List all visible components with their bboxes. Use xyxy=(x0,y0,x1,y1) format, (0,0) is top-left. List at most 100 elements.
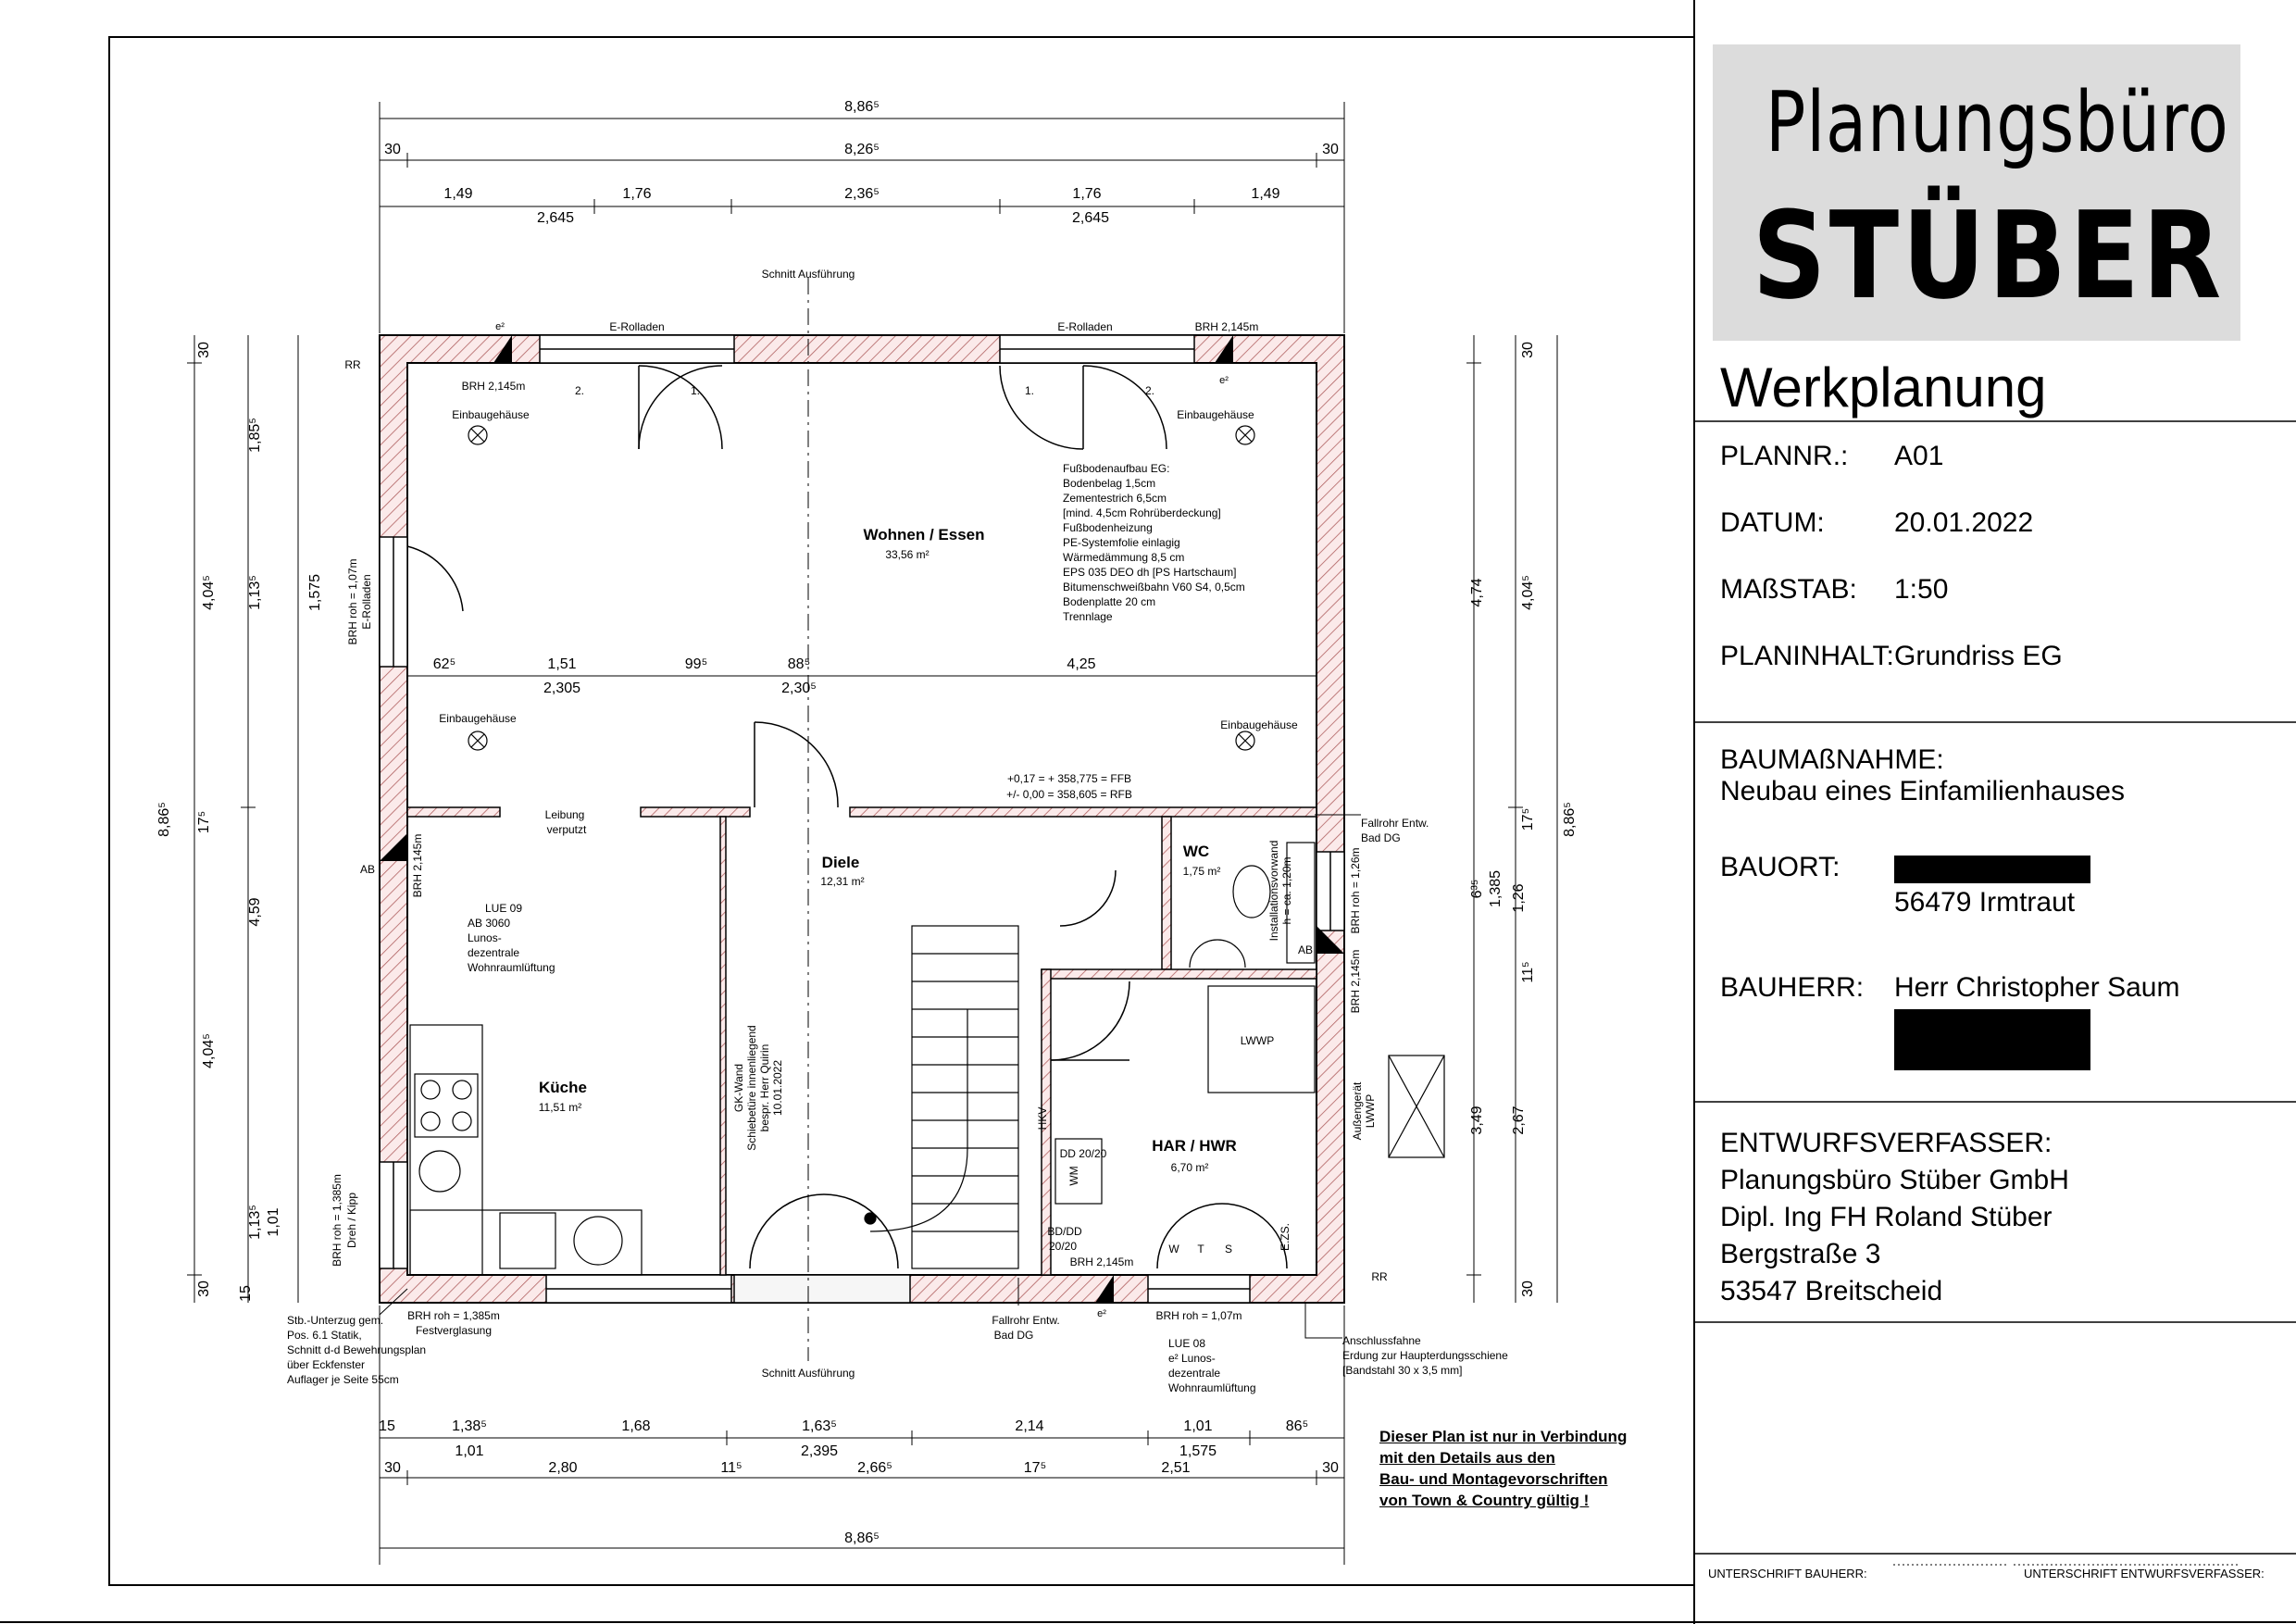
logo-background xyxy=(1713,44,2240,341)
hwr-fixtures xyxy=(1054,985,1445,1205)
plannr-label: PLANNR.: xyxy=(1720,441,1849,471)
label-brh107-left-2: E-Rolladen xyxy=(360,574,373,629)
label-fallrohr-bottom-2: Bad DG xyxy=(994,1329,1034,1342)
dim-bottom3-3: 11⁵ xyxy=(720,1460,742,1476)
dim-bottom2-3: 1,575 xyxy=(1179,1443,1217,1459)
dim-left-1575: 1,575 xyxy=(307,574,323,611)
label-bddd-1: BD/DD xyxy=(1047,1225,1082,1238)
label-lue08-3: dezentrale xyxy=(1168,1367,1220,1380)
datum-value: 20.01.2022 xyxy=(1894,507,2034,538)
entwurf-line-3: Bergstraße 3 xyxy=(1720,1239,1881,1269)
dim-total-top: 8,86⁵ xyxy=(844,99,880,115)
dim-bottom-3: 1,68 xyxy=(621,1418,650,1434)
logo-line-2: STÜBER xyxy=(1752,185,2225,326)
label-ab-left: AB xyxy=(360,863,375,876)
vent-markers xyxy=(380,335,1344,1303)
dim-right-175: 17⁵ xyxy=(1520,808,1536,831)
dim-right-total: 8,86⁵ xyxy=(1562,802,1578,837)
label-e-rolladen-left: E-Rolladen xyxy=(609,320,664,333)
label-hkv: HKV xyxy=(1036,1107,1049,1131)
label-e2-top-right: e² xyxy=(1219,375,1229,386)
dim-right-30-top: 30 xyxy=(1520,342,1536,358)
baumassnahme-label: BAUMAßNAHME: xyxy=(1720,744,1944,775)
dim-right-126: 1,26 xyxy=(1511,883,1527,912)
buildup-line-4: Fußbodenheizung xyxy=(1063,521,1153,534)
label-e-rolladen-right: E-Rolladen xyxy=(1057,320,1112,333)
dim-left-1135-top: 1,13⁵ xyxy=(247,575,263,610)
label-einbau-4: Einbaugehäuse xyxy=(1220,718,1298,731)
label-lue08-1: LUE 08 xyxy=(1168,1337,1205,1350)
label-einbau-3: Einbaugehäuse xyxy=(439,712,517,725)
label-stb-5: Auflager je Seite 55cm xyxy=(287,1373,399,1386)
label-win-1-left: 2. xyxy=(575,384,584,397)
entwurf-line-2: Dipl. Ing FH Roland Stüber xyxy=(1720,1202,2053,1232)
label-ezs: E.ZS. xyxy=(1279,1223,1292,1251)
room-area-wohnen: 33,56 m² xyxy=(885,548,929,561)
label-brh-left-2145: BRH 2,145m xyxy=(411,834,424,898)
buildup-line-6: Wärmedämmung 8,5 cm xyxy=(1063,551,1184,564)
dim-mid-1: 62⁵ xyxy=(433,656,455,672)
room-name-hwr: HAR / HWR xyxy=(1152,1137,1237,1155)
label-brh-top-right: BRH 2,145m xyxy=(1195,320,1259,333)
label-gkwand-4: 10.01.2022 xyxy=(771,1060,784,1116)
dim-30-left: 30 xyxy=(384,142,401,157)
logo-line-1: Planungsbüro xyxy=(1766,74,2229,171)
dim-top-seg-3: 2,36⁵ xyxy=(844,186,880,202)
label-gkwand-2: Schiebetüre innenliegend xyxy=(745,1025,758,1150)
label-t: T xyxy=(1197,1243,1204,1255)
label-gkwand-1: GK-Wand xyxy=(732,1064,745,1112)
label-e2-top-left: e² xyxy=(495,321,505,332)
label-aussengeraet-1: Außengerät xyxy=(1351,1081,1364,1140)
label-brh126: BRH roh = 1,26m xyxy=(1349,847,1362,933)
room-name-kueche: Küche xyxy=(539,1079,587,1096)
plan-texts: 8,86⁵ 8,26⁵ 30 30 1,49 1,76 2,36⁵ 1,76 1… xyxy=(287,99,1508,1546)
label-brh-dreh-1: BRH roh = 1,385m xyxy=(331,1174,343,1267)
dim-bottom-6: 1,01 xyxy=(1183,1418,1212,1434)
dim-right-4045: 4,04⁵ xyxy=(1520,575,1536,610)
label-win-1-right: 1. xyxy=(1025,384,1034,397)
dim-bottom-4: 1,63⁵ xyxy=(802,1418,837,1434)
dim-right-1385: 1,385 xyxy=(1488,870,1504,907)
label-brh107-bottom: BRH roh = 1,07m xyxy=(1155,1309,1242,1322)
dim-bottom-1: 15 xyxy=(379,1418,395,1434)
label-einbau-2: Einbaugehäuse xyxy=(1177,408,1254,421)
note-line-4: von Town & Country gültig ! xyxy=(1379,1492,1590,1509)
buildup-line-9: Bodenplatte 20 cm xyxy=(1063,595,1155,608)
label-e2-bottom: e² xyxy=(1097,1308,1106,1319)
dim-bottom3-4: 2,66⁵ xyxy=(857,1460,892,1476)
label-lwwp: LWWP xyxy=(1241,1034,1274,1047)
label-lue09-5: Wohnraumlüftung xyxy=(468,961,555,974)
signature-entwurf-label: UNTERSCHRIFT ENTWURFSVERFASSER: xyxy=(2024,1567,2265,1580)
dim-top-seg-1: 1,49 xyxy=(443,186,472,202)
dim-mid-4: 88⁵ xyxy=(788,656,810,672)
plan-rotated-texts: 30 1,85⁵ 4,04⁵ 1,13⁵ 1,575 8,86⁵ 17⁵ 4,5… xyxy=(156,342,1578,1302)
label-einbau-1: Einbaugehäuse xyxy=(452,408,530,421)
dim-right-30-bottom: 30 xyxy=(1520,1280,1536,1297)
room-area-kueche: 11,51 m² xyxy=(539,1101,581,1114)
buildup-line-0: Fußbodenaufbau EG: xyxy=(1063,462,1169,475)
label-lue09-4: dezentrale xyxy=(468,946,519,959)
room-area-wc: 1,75 m² xyxy=(1183,865,1221,878)
dim-left-1135-bottom: 1,13⁵ xyxy=(247,1205,263,1240)
massstab-value: 1:50 xyxy=(1894,574,1949,605)
buildup-line-10: Trennlage xyxy=(1063,610,1113,623)
dim-left-15: 15 xyxy=(238,1285,254,1302)
label-bddd-2: 20/20 xyxy=(1049,1240,1077,1253)
titleblock-lines xyxy=(1694,420,2296,1555)
signature-bauherr-label: UNTERSCHRIFT BAUHERR: xyxy=(1708,1567,1867,1580)
note-line-1: Dieser Plan ist nur in Verbindung xyxy=(1379,1428,1628,1445)
redaction-bauort xyxy=(1894,856,2090,883)
dim-right-349: 3,49 xyxy=(1469,1106,1485,1134)
bauort-value: 56479 Irmtraut xyxy=(1894,887,2076,918)
label-festverglasung-1: BRH roh = 1,385m xyxy=(407,1309,500,1322)
buildup-line-3: [mind. 4,5cm Rohrüberdeckung] xyxy=(1063,506,1221,519)
dim-bottom3-7: 30 xyxy=(1322,1460,1339,1476)
label-dd: DD 20/20 xyxy=(1060,1147,1107,1160)
planinhalt-label: PLANINHALT: xyxy=(1720,641,1894,671)
label-stb-2: Pos. 6.1 Statik, xyxy=(287,1329,362,1342)
dim-bottom3-1: 30 xyxy=(384,1460,401,1476)
dim-top-seg-5: 1,49 xyxy=(1251,186,1279,202)
label-anschluss-1: Anschlussfahne xyxy=(1342,1334,1421,1347)
dim-left-101: 1,01 xyxy=(266,1207,281,1236)
section-label-bottom: Schnitt Ausführung xyxy=(762,1367,855,1380)
